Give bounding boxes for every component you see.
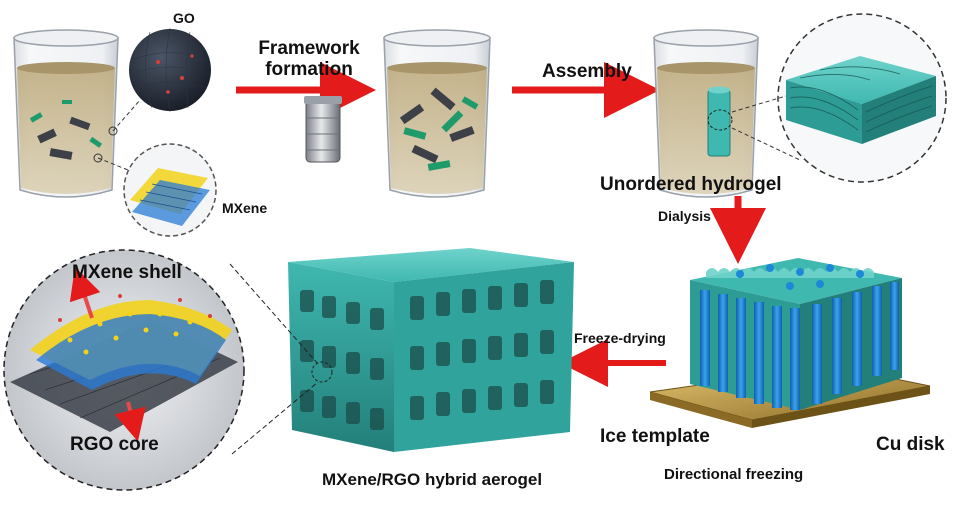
beaker-3 bbox=[653, 29, 759, 198]
autoclave-icon bbox=[304, 96, 342, 163]
freeze-drying-label: Freeze-drying bbox=[574, 330, 666, 346]
cu-disk-label: Cu disk bbox=[876, 434, 945, 455]
beaker-2 bbox=[383, 29, 491, 198]
ice-template-block bbox=[649, 258, 931, 428]
dialysis-label: Dialysis bbox=[658, 208, 711, 224]
go-label: GO bbox=[173, 10, 195, 26]
framework-label-line2: formation bbox=[265, 59, 353, 80]
ice-template-label: Ice template bbox=[600, 426, 710, 447]
rgo-core-label: RGO core bbox=[70, 434, 159, 455]
beaker-1 bbox=[13, 29, 119, 198]
framework-label-line1: Framework bbox=[258, 38, 360, 59]
hydrogel-zoom-icon bbox=[731, 13, 947, 183]
mxene-label: MXene bbox=[222, 200, 268, 216]
mxene-zoom-icon bbox=[93, 143, 217, 237]
directional-freezing-label: Directional freezing bbox=[664, 466, 804, 483]
assembly-label: Assembly bbox=[542, 61, 632, 82]
unordered-hydrogel-label: Unordered hydrogel bbox=[600, 174, 782, 195]
hybrid-aerogel-label: MXene/RGO hybrid aerogel bbox=[322, 470, 543, 489]
go-sphere-icon bbox=[108, 27, 213, 136]
core-shell-zoom-icon bbox=[3, 249, 319, 491]
mxene-shell-label: MXene shell bbox=[72, 262, 182, 283]
aerogel-block bbox=[288, 248, 574, 452]
